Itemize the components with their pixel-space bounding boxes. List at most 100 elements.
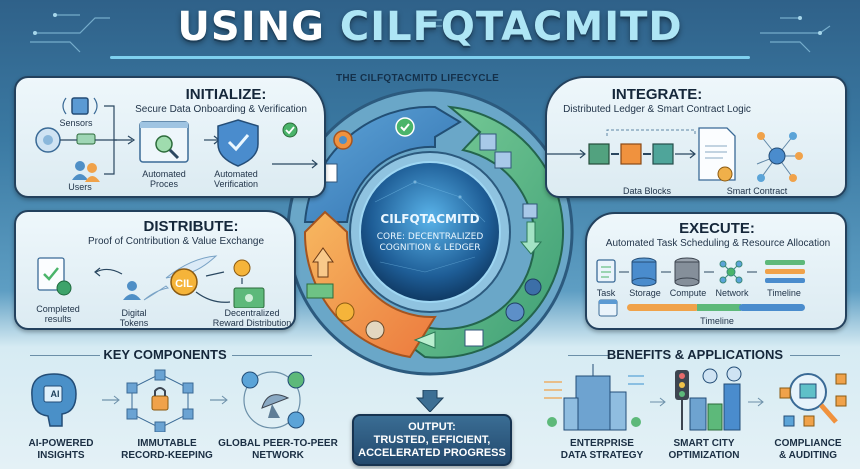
lifecycle-ring: [286, 88, 574, 376]
execute-panel: EXECUTE: Automated Task Scheduling & Res…: [585, 212, 847, 330]
network-nodes-icon: [719, 260, 743, 284]
user-icon: [123, 281, 141, 300]
lock-network-icon: [126, 369, 194, 432]
coin-icon: [335, 302, 355, 322]
magnifier-flowchart-icon: [779, 373, 847, 427]
ai-badge: AI: [50, 389, 60, 399]
network-graph-icon: [756, 132, 803, 182]
smart-city-icon: [675, 366, 742, 431]
divider: [790, 355, 840, 356]
title-part2: CILFQTACMITD: [339, 4, 683, 50]
storage-db-icon: [631, 257, 657, 287]
output-line3: ACCELERATED PROGRESS: [358, 447, 506, 459]
core-line1: CORE: DECENTRALIZED: [376, 232, 484, 242]
winged-coin-icon: [143, 255, 218, 301]
arrow-up-icon: [312, 247, 334, 278]
task-clipboard-icon: [596, 259, 616, 283]
data-block-icon: [620, 143, 642, 165]
circuit-decoration: [30, 13, 831, 53]
arrow-left-icon: [413, 331, 436, 349]
tokens-label: Digital Tokens: [119, 308, 149, 328]
enterprise-building-icon: [544, 364, 644, 431]
initialize-subtitle: Secure Data Onboarding & Verification: [135, 104, 307, 115]
core-name: CILFQTACMITD: [380, 212, 480, 226]
data-blocks-label: Data Blocks: [622, 186, 672, 196]
key-components-icons: [31, 369, 305, 432]
initialize-panel: INITIALIZE: Secure Data Onboarding & Ver…: [14, 76, 326, 198]
sensor-chip-icon: [62, 97, 98, 115]
execute-title: EXECUTE:: [679, 220, 755, 237]
title-part1: USING: [177, 4, 325, 50]
cash-icon: [306, 283, 334, 299]
gear-icon: [524, 278, 542, 296]
page-title: USING CILFQTACMITD: [0, 4, 860, 50]
benefit-smart-city-label: SMART CITY OPTIMIZATION: [668, 438, 740, 461]
divider: [30, 355, 100, 356]
timeline-label-top: Timeline: [767, 288, 801, 298]
dial-icon: [35, 127, 61, 153]
timeline-label-bottom: Timeline: [700, 316, 734, 326]
timeline-bars-icon: [765, 260, 805, 283]
smart-contract-label: Smart Contract: [726, 186, 788, 196]
users-icon: [72, 161, 100, 182]
calendar-icon: [464, 329, 484, 347]
check-circle-icon: [282, 122, 298, 138]
compute-db-icon: [674, 257, 700, 287]
task-label: Task: [596, 288, 616, 298]
process-label: Automated Proces: [142, 169, 186, 189]
contract-document-icon: [698, 127, 736, 182]
users-label: Users: [68, 182, 92, 192]
divider: [232, 355, 312, 356]
timeline-bar: [627, 304, 805, 311]
distribute-title: DISTRIBUTE:: [143, 218, 239, 235]
output-line1: OUTPUT:: [408, 421, 456, 433]
benefits-icons: [544, 364, 847, 431]
output-line2: TRUSTED, EFFICIENT,: [373, 434, 491, 446]
verification-label: Automated Verification: [213, 169, 259, 189]
arrow-down-icon: [519, 221, 543, 255]
process-window-icon: [139, 121, 189, 163]
integrate-title: INTEGRATE:: [611, 86, 703, 103]
distribute-subtitle: Proof of Contribution & Value Exchange: [87, 236, 265, 247]
device-icon: [76, 133, 96, 145]
completed-label: Completed results: [36, 304, 80, 324]
key-components-heading: KEY COMPONENTS: [103, 347, 227, 362]
completed-results-icon: [37, 257, 72, 296]
reward-label: Decentralized Reward Distribution: [212, 308, 292, 328]
component-ai-label: AI-POWERED INSIGHTS: [28, 438, 94, 461]
integrate-panel: INTEGRATE: Distributed Ledger & Smart Co…: [545, 76, 847, 198]
data-block-icon: [652, 143, 674, 165]
gear-icon: [505, 302, 525, 322]
divider: [568, 355, 608, 356]
gear-icon: [333, 130, 353, 150]
block-icon: [479, 133, 497, 151]
execute-subtitle: Automated Task Scheduling & Resource All…: [605, 238, 831, 249]
shield-icon: [217, 119, 259, 167]
distribute-panel: DISTRIBUTE: Proof of Contribution & Valu…: [14, 210, 296, 330]
initialize-title: INITIALIZE:: [185, 86, 267, 103]
compute-label: Compute: [669, 288, 707, 298]
ai-brain-icon: [31, 373, 77, 427]
dollar-coin-icon: [233, 259, 251, 277]
storage-label: Storage: [629, 288, 661, 298]
calendar-icon: [598, 299, 618, 317]
network-ball-icon: [365, 320, 385, 340]
reward-folder-icon: [233, 287, 265, 308]
title-underline: [110, 56, 750, 59]
core-line2: COGNITION & LEDGER: [379, 243, 481, 253]
network-label: Network: [715, 288, 749, 298]
block-icon: [494, 151, 512, 169]
benefit-compliance-label: COMPLIANCE & AUDITING: [774, 438, 842, 461]
integrate-subtitle: Distributed Ledger & Smart Contract Logi…: [563, 104, 751, 115]
component-immutable-label: IMMUTABLE RECORD-KEEPING: [121, 438, 213, 461]
core-globe: [359, 161, 501, 303]
benefit-enterprise-label: ENTERPRISE DATA STRATEGY: [560, 438, 644, 461]
satellite-globe-icon: [241, 371, 305, 429]
core-label: CILFQTACMITD CORE: DECENTRALIZED COGNITI…: [360, 212, 500, 254]
data-block-icon: [588, 143, 610, 165]
check-icon: [395, 117, 415, 137]
sensors-label: Sensors: [59, 118, 93, 128]
block-icon: [522, 203, 538, 219]
lifecycle-heading: THE CILFQTACMITD LIFECYCLE: [336, 73, 500, 84]
output-box: OUTPUT: TRUSTED, EFFICIENT, ACCELERATED …: [352, 414, 512, 466]
